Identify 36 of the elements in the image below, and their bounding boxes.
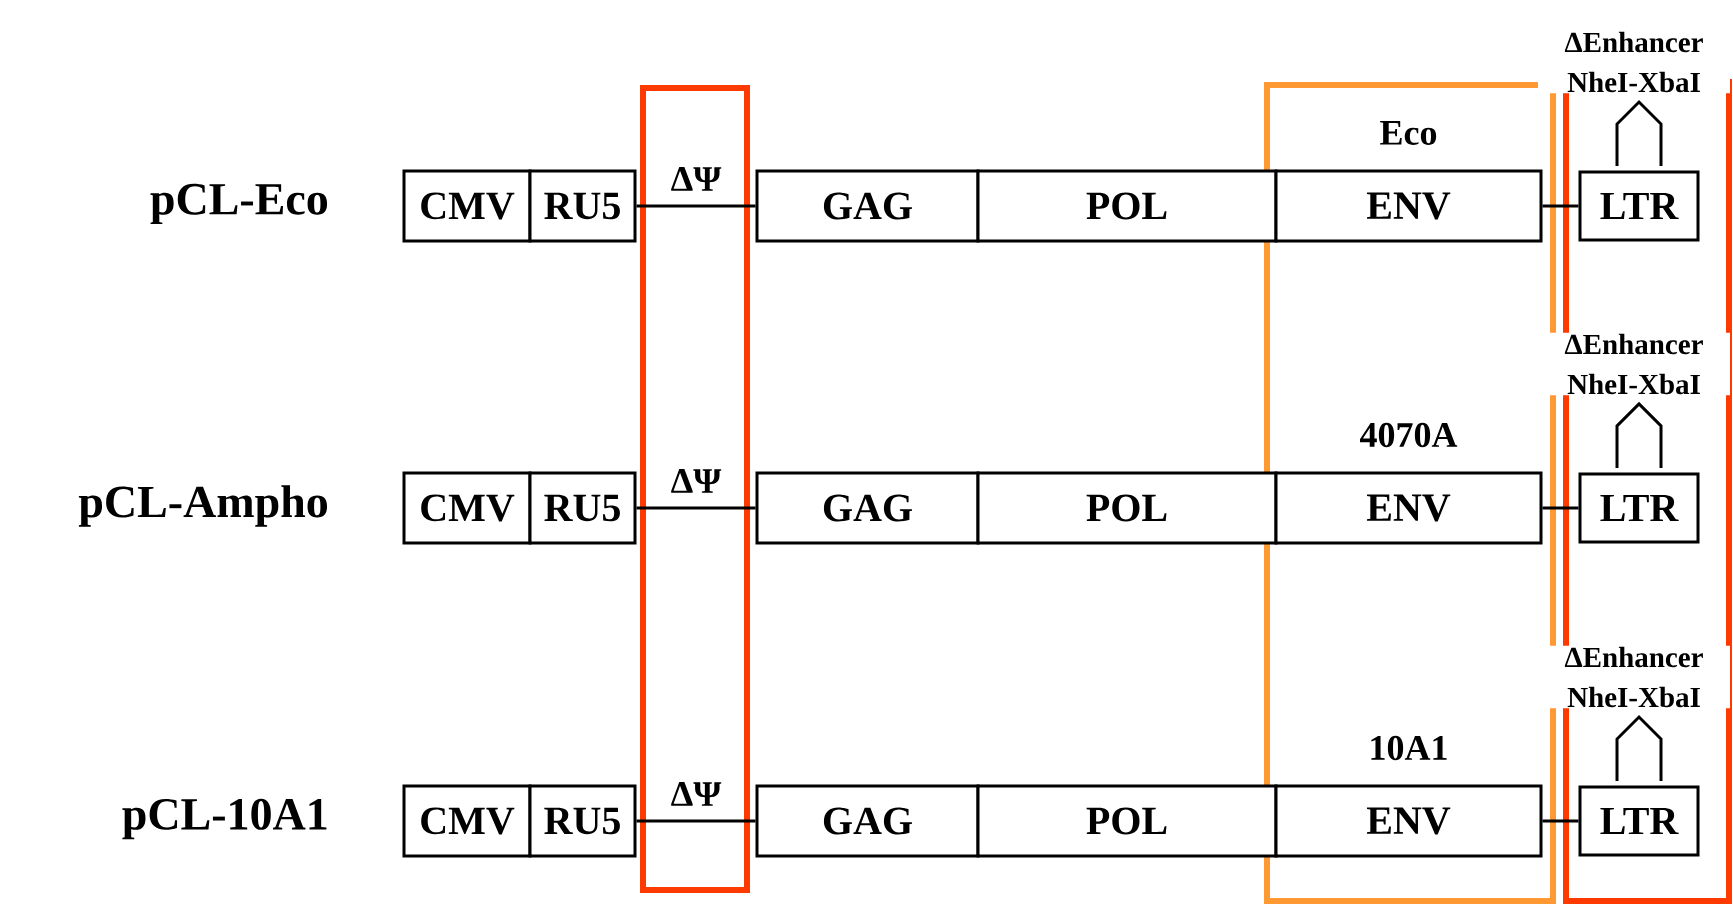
annotation-text: ΔEnhancer NheI-XbaI — [1538, 645, 1730, 709]
construct-name: pCL-Ampho — [78, 485, 327, 527]
construct-name: pCL-10A1 — [122, 798, 327, 840]
envelope-label: Eco — [1380, 121, 1437, 145]
gene-segment-box: RU5 — [528, 471, 637, 545]
annotation-text: ΔEnhancer NheI-XbaI — [1538, 30, 1730, 94]
connector-line — [636, 819, 756, 823]
envelope-label: 10A1 — [1371, 735, 1447, 761]
edge-label: ΔΨ — [669, 781, 723, 807]
connector-line — [636, 506, 756, 510]
gene-segment-box: LTR — [1578, 785, 1700, 857]
gene-segment-box: RU5 — [528, 784, 637, 858]
gene-segment-box: GAG — [755, 471, 980, 545]
gene-segment-box: CMV — [402, 471, 532, 545]
gene-segment-box: ENV — [1274, 784, 1543, 858]
gene-segment-box: ENV — [1274, 471, 1543, 545]
gene-segment-box: GAG — [755, 784, 980, 858]
gene-segment-box: CMV — [402, 169, 532, 243]
annotation-text: ΔEnhancer NheI-XbaI — [1538, 332, 1730, 396]
connector-line — [636, 204, 756, 208]
gene-segment-box: POL — [976, 784, 1278, 858]
gene-segment-box: GAG — [755, 169, 980, 243]
edge-label: ΔΨ — [669, 468, 723, 494]
gene-segment-box: ENV — [1274, 169, 1543, 243]
connector-line — [1542, 204, 1579, 208]
gene-segment-box: LTR — [1578, 170, 1700, 242]
gene-segment-box: POL — [976, 471, 1278, 545]
gene-segment-box: CMV — [402, 784, 532, 858]
connector-line — [1542, 819, 1579, 823]
envelope-label: 4070A — [1360, 422, 1458, 448]
gene-segment-box: POL — [976, 169, 1278, 243]
construct-name: pCL-Eco — [150, 183, 328, 225]
gene-segment-box: LTR — [1578, 472, 1700, 544]
connector-line — [1542, 506, 1579, 510]
edge-label: ΔΨ — [669, 166, 723, 192]
gene-segment-box: RU5 — [528, 169, 637, 243]
